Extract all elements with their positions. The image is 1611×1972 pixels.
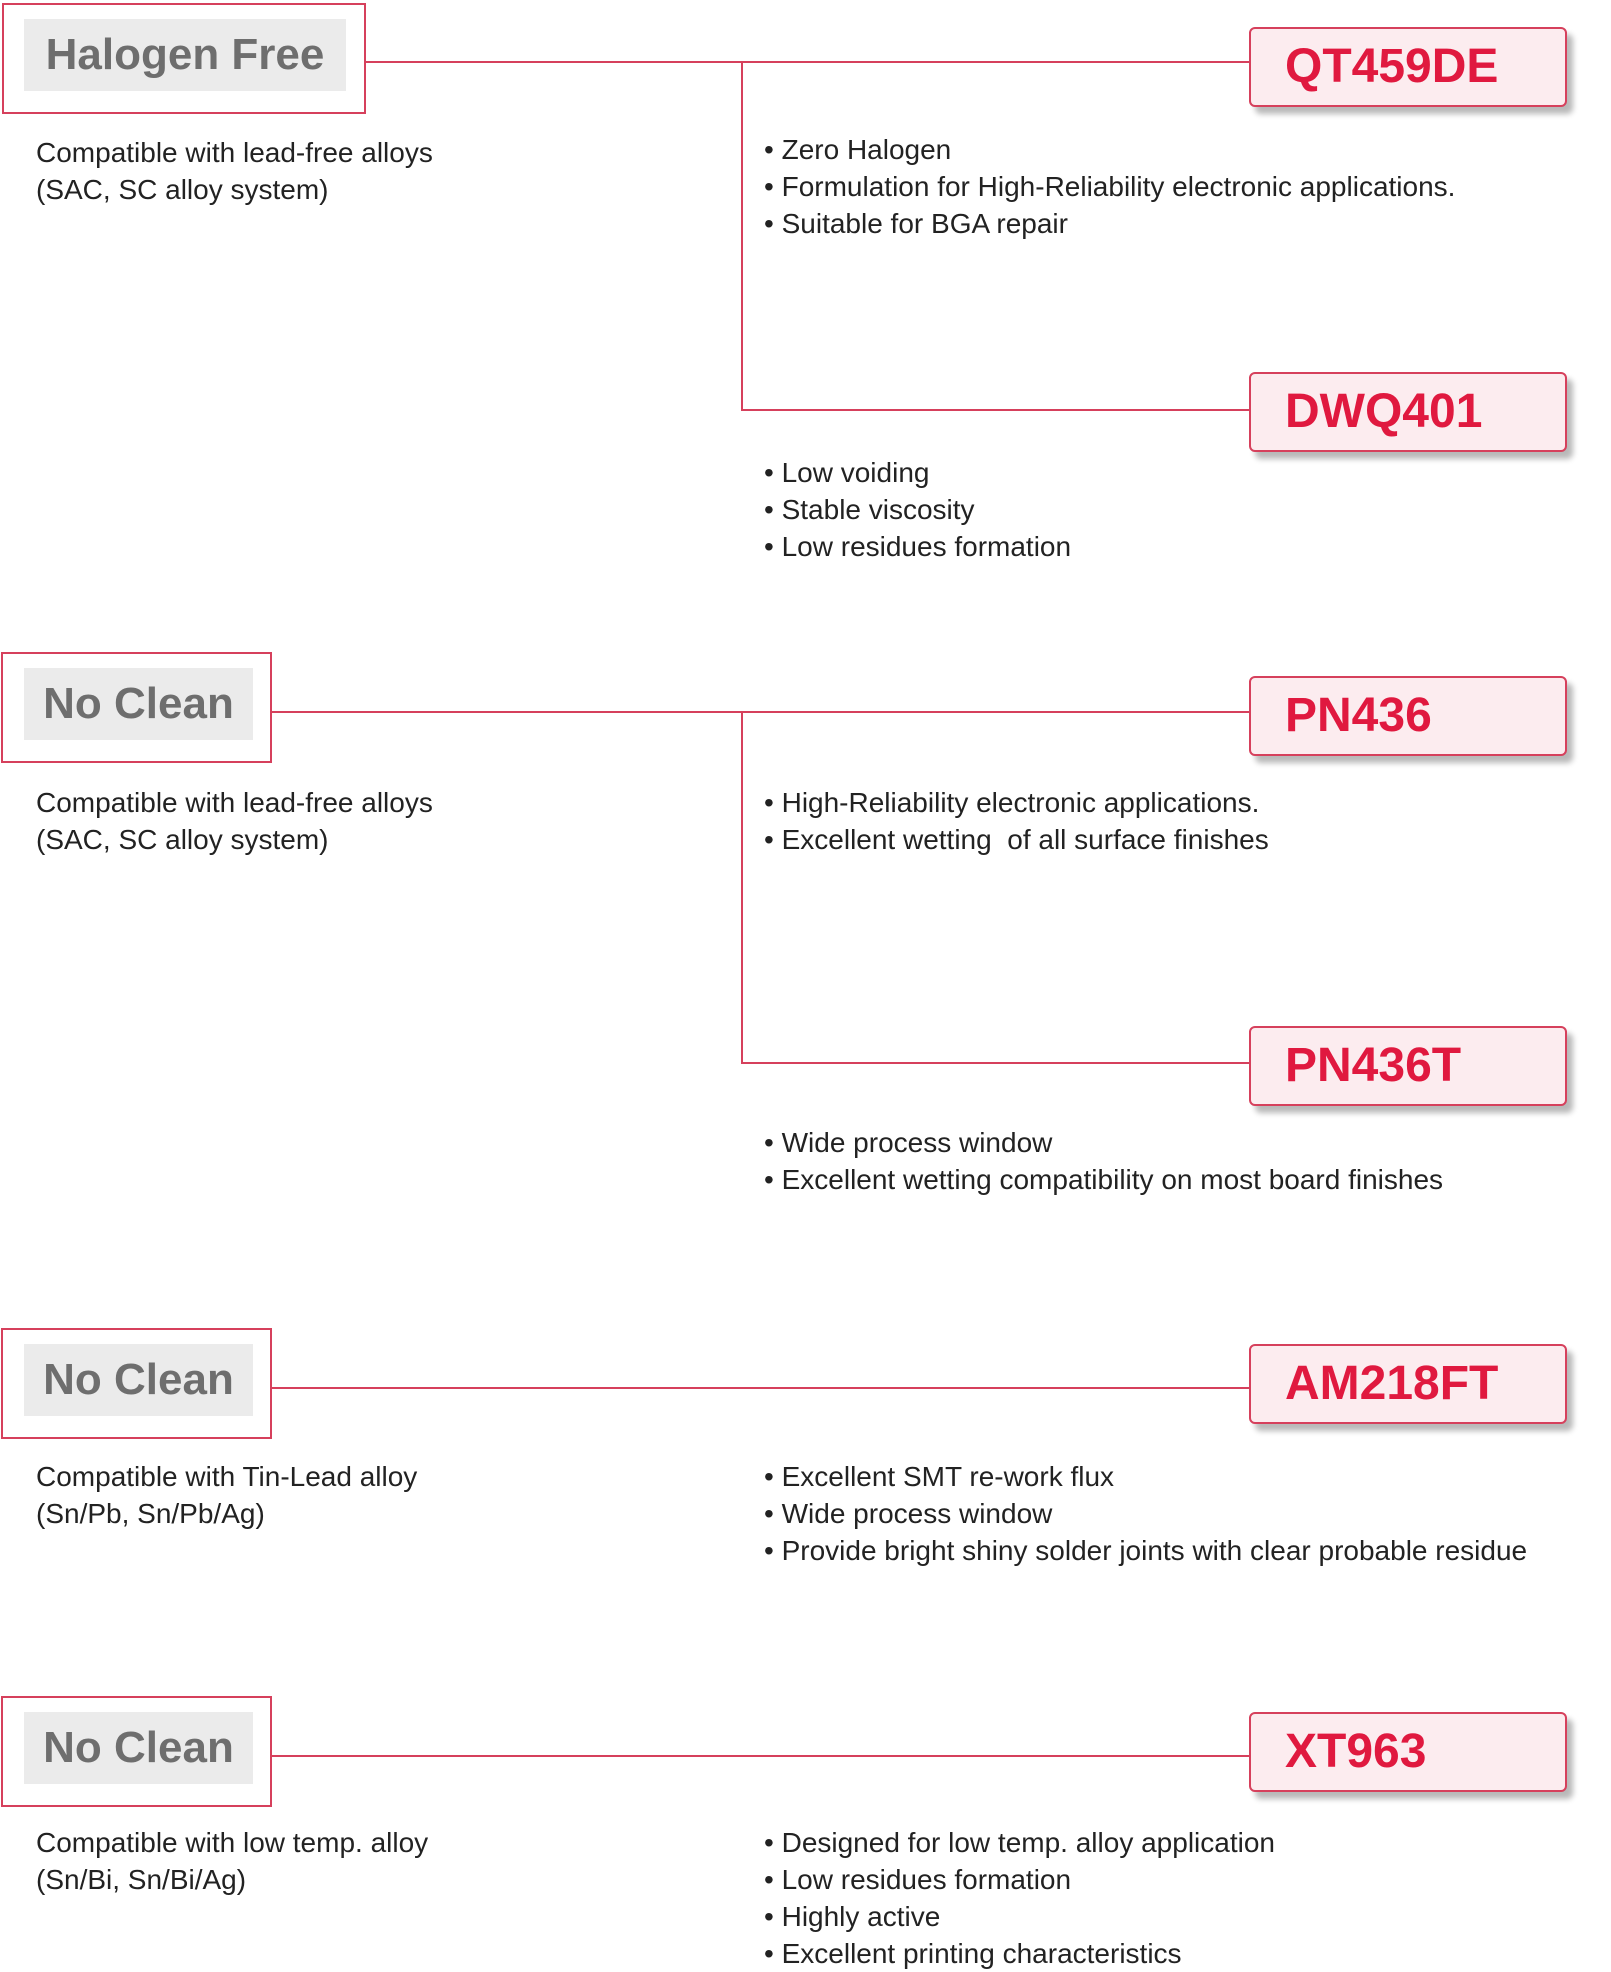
feature-item: Wide process window [764,1495,1527,1532]
feature-item: Provide bright shiny solder joints with … [764,1532,1528,1569]
description-line: Compatible with Tin-Lead alloy [36,1461,418,1492]
category-box-no-clean: No Clean [1,652,272,763]
connector-line [741,1062,1250,1064]
product-box-xt963: XT963 [1249,1712,1567,1792]
product-box-am218ft: AM218FT [1249,1344,1567,1424]
feature-item: Low residues formation [764,528,1071,565]
connector-line [741,711,743,1064]
feature-item: Highly active [764,1898,1275,1935]
product-box-pn436t: PN436T [1249,1026,1567,1106]
feature-item: Excellent wetting compatibility on most … [764,1161,1443,1198]
feature-list: Excellent SMT re-work flux Wide process … [764,1458,1528,1569]
description-line: (SAC, SC alloy system) [36,174,329,205]
description-line: Compatible with low temp. alloy [36,1827,429,1858]
product-box-dwq401: DWQ401 [1249,372,1567,452]
product-box-pn436: PN436 [1249,676,1567,756]
connector-line [741,409,1250,411]
category-description: Compatible with low temp. alloy (Sn/Bi, … [36,1824,428,1898]
connector-line [366,61,1250,63]
feature-item: Low residues formation [764,1861,1275,1898]
category-description: Compatible with Tin-Lead alloy (Sn/Pb, S… [36,1458,417,1532]
category-label: No Clean [24,1344,253,1416]
feature-item: Wide process window [764,1124,1443,1161]
description-line: Compatible with lead-free alloys [36,137,433,168]
category-box-no-clean: No Clean [1,1696,272,1807]
connector-line [272,1387,1250,1389]
category-description: Compatible with lead-free alloys (SAC, S… [36,134,433,208]
feature-item: Formulation for High-Reliability electro… [764,168,1456,205]
feature-list: Zero Halogen Formulation for High-Reliab… [764,131,1456,242]
description-line: (SAC, SC alloy system) [36,824,329,855]
connector-line [272,1755,1250,1757]
category-label: Halogen Free [24,19,346,91]
category-description: Compatible with lead-free alloys (SAC, S… [36,784,433,858]
feature-list: Low voiding Stable viscosity Low residue… [764,454,1071,565]
feature-item: Designed for low temp. alloy application [764,1824,1275,1861]
feature-item: Zero Halogen [764,131,1455,168]
feature-list: Wide process window Excellent wetting co… [764,1124,1443,1198]
connector-line [741,61,743,411]
feature-list: Designed for low temp. alloy application… [764,1824,1275,1972]
feature-list: High-Reliability electronic applications… [764,784,1269,858]
feature-item: Low voiding [764,454,1071,491]
description-line: (Sn/Bi, Sn/Bi/Ag) [36,1864,247,1895]
connector-line [272,711,1250,713]
category-label: No Clean [24,668,253,740]
feature-item: Stable viscosity [764,491,1071,528]
feature-item: Excellent wetting of all surface finishe… [764,821,1269,858]
product-box-qt459de: QT459DE [1249,27,1567,107]
category-box-halogen-free: Halogen Free [2,3,366,114]
feature-item: Excellent printing characteristics [764,1935,1275,1972]
description-line: Compatible with lead-free alloys [36,787,433,818]
feature-item: High-Reliability electronic applications… [764,784,1269,821]
category-box-no-clean: No Clean [1,1328,272,1439]
description-line: (Sn/Pb, Sn/Pb/Ag) [36,1498,265,1529]
feature-item: Excellent SMT re-work flux [764,1458,1527,1495]
feature-item: Suitable for BGA repair [764,205,1455,242]
category-label: No Clean [24,1712,253,1784]
